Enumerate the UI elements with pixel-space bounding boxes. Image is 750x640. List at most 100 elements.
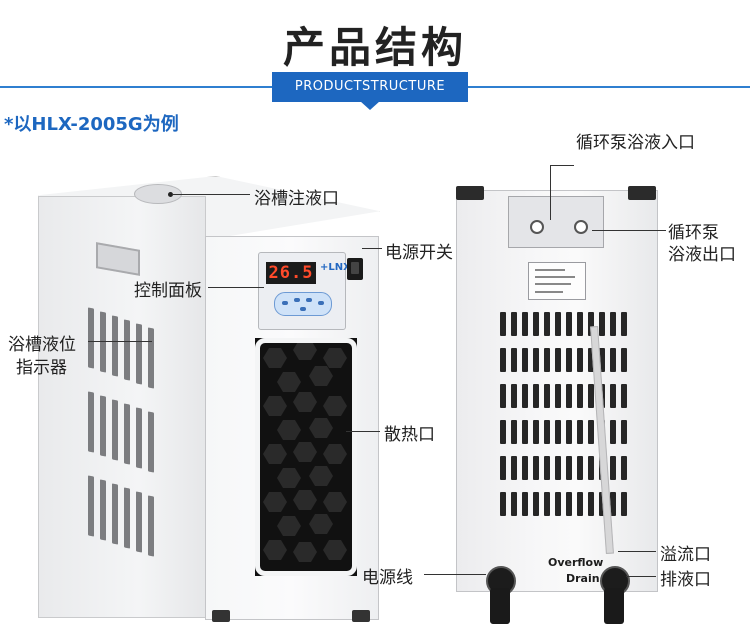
keypad-button — [282, 301, 288, 305]
side-vent-slot — [88, 307, 94, 369]
drain-plug — [604, 588, 624, 624]
back-vent-slot — [500, 492, 506, 516]
vent-hex — [277, 516, 301, 536]
rating-text-line — [535, 291, 563, 293]
back-vent-slot — [555, 420, 561, 444]
label-overflow: 溢流口 — [660, 545, 711, 565]
back-vent-slot — [522, 492, 528, 516]
overflow-marking: Overflow — [548, 556, 604, 569]
keypad-button — [294, 298, 300, 302]
leader-line — [88, 341, 152, 342]
back-vent-slot — [533, 348, 539, 372]
corner-cap — [456, 186, 484, 200]
back-vent-slot — [511, 348, 517, 372]
side-vent-slot — [136, 323, 142, 385]
label-vent: 散热口 — [384, 425, 435, 445]
rating-text-line — [535, 269, 565, 271]
vent-hex — [263, 492, 287, 512]
vent-hex — [263, 444, 287, 464]
side-vent-slot — [100, 479, 106, 541]
back-vent-slot — [533, 312, 539, 336]
back-vent-slot — [511, 384, 517, 408]
back-vent-slot — [577, 312, 583, 336]
vent-hex — [323, 492, 347, 512]
vent-hex — [293, 392, 317, 412]
power-cord-gland — [486, 566, 516, 596]
vent-hex — [277, 420, 301, 440]
vent-hex — [263, 348, 287, 368]
back-vent-slot — [533, 456, 539, 480]
back-vent-slot — [599, 348, 605, 372]
back-vent-slot — [566, 456, 572, 480]
port-plate — [508, 196, 604, 248]
back-vent-slot — [610, 492, 616, 516]
leader-line — [172, 194, 250, 195]
back-vent-slot — [621, 456, 627, 480]
inlet-port — [530, 220, 544, 234]
back-vent-slot — [588, 456, 594, 480]
banner-line-left — [0, 86, 272, 88]
vent-hex — [309, 466, 333, 486]
back-vent-slot — [610, 456, 616, 480]
leader-line — [550, 165, 574, 166]
back-vent-slot — [588, 384, 594, 408]
vent-hex — [323, 444, 347, 464]
back-vent-slot — [555, 384, 561, 408]
side-vent-slot — [124, 403, 130, 465]
rating-text-line — [535, 276, 575, 278]
side-vent-slot — [112, 483, 118, 545]
leader-line — [592, 230, 666, 231]
keypad-button — [318, 301, 324, 305]
back-vent-slot — [566, 420, 572, 444]
power-switch-rocker — [351, 262, 359, 274]
side-vent-slot — [124, 487, 130, 549]
label-drain: 排液口 — [660, 570, 711, 590]
side-vent-slot — [88, 475, 94, 537]
temperature-display: 26.5 — [266, 262, 316, 284]
back-vent-slot — [610, 420, 616, 444]
back-vent-slot — [566, 492, 572, 516]
back-vent-slot — [544, 492, 550, 516]
side-vent-slot — [148, 495, 154, 557]
back-vent-slot — [610, 384, 616, 408]
model-note: *以HLX-2005G为例 — [4, 114, 179, 135]
vent-hex — [263, 540, 287, 560]
back-vent-slot — [566, 384, 572, 408]
back-vent-slot — [610, 348, 616, 372]
back-vent-slot — [566, 348, 572, 372]
back-vent-slot — [522, 312, 528, 336]
drain-marking: Drain — [566, 572, 600, 585]
vent-hex — [309, 418, 333, 438]
back-vent-slot — [599, 312, 605, 336]
label-power-switch: 电源开关 — [385, 243, 453, 263]
outlet-port — [574, 220, 588, 234]
leader-line — [346, 431, 380, 432]
back-vent-slot — [522, 456, 528, 480]
back-vent-slot — [577, 420, 583, 444]
back-vent-slot — [621, 312, 627, 336]
back-vent-slot — [500, 384, 506, 408]
vent-hex — [293, 340, 317, 360]
back-vent-slot — [500, 312, 506, 336]
vent-hex — [277, 372, 301, 392]
vent-hex — [309, 514, 333, 534]
power-cord — [490, 588, 510, 624]
back-vent-slot — [533, 492, 539, 516]
back-vent-slot — [588, 492, 594, 516]
back-vent-slot — [544, 420, 550, 444]
side-vent-slot — [124, 319, 130, 381]
back-vent-slot — [610, 312, 616, 336]
back-vent-slot — [555, 348, 561, 372]
back-vent-slot — [577, 456, 583, 480]
back-vent-slot — [566, 312, 572, 336]
vent-hex — [293, 442, 317, 462]
vent-hex — [323, 540, 347, 560]
side-vent-slot — [88, 391, 94, 453]
back-vent-slot — [522, 384, 528, 408]
leader-line — [424, 574, 486, 575]
label-power-cord: 电源线 — [362, 568, 413, 588]
leader-line — [626, 576, 656, 577]
keypad-button — [300, 307, 306, 311]
back-vent-slot — [544, 348, 550, 372]
vent-hex — [277, 468, 301, 488]
